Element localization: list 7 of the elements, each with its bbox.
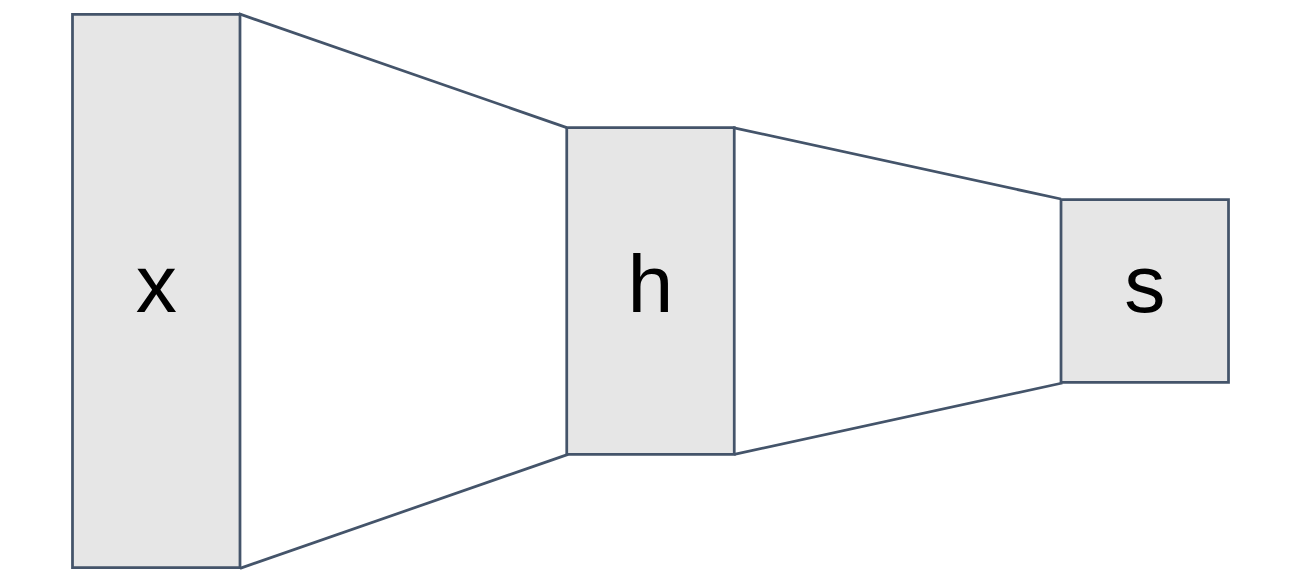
connector [239, 453, 569, 570]
node-box: s [1059, 198, 1230, 384]
node-box: h [565, 126, 736, 456]
node-box: x [71, 12, 242, 570]
connector [733, 381, 1063, 456]
connector [732, 126, 1062, 201]
connector [238, 12, 568, 129]
